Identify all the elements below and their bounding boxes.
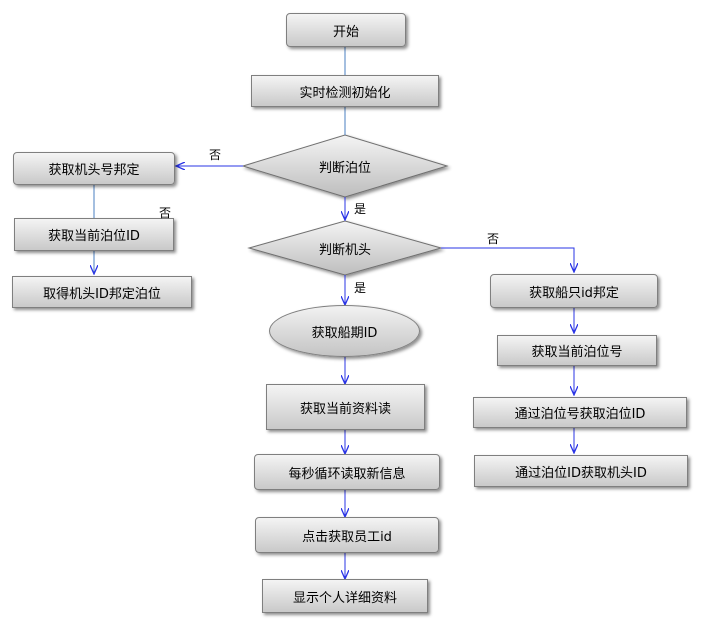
get-ship-period-id-node: 获取船期ID <box>269 305 420 357</box>
show-personal-details-node: 显示个人详细资料 <box>262 579 428 613</box>
get-berth-id-by-no-node: 通过泊位号获取泊位ID <box>473 397 687 428</box>
edge-label-no-left: 否 <box>159 206 172 220</box>
start-node: 开始 <box>286 13 406 47</box>
edge-label-yes-head: 是 <box>354 281 367 295</box>
edge-label-no-head: 否 <box>487 232 500 246</box>
judge-head-text: 判断机头 <box>318 242 371 258</box>
click-get-employee-id-node: 点击获取员工id <box>255 517 439 553</box>
read-current-data-node: 获取当前资料读 <box>266 384 425 430</box>
judge-berth-text: 判断泊位 <box>318 160 371 176</box>
get-head-by-berth-id-node: 通过泊位ID获取机头ID <box>474 455 688 487</box>
get-current-berth-id-node: 获取当前泊位ID <box>14 218 174 251</box>
get-current-berth-no-node: 获取当前泊位号 <box>497 335 657 366</box>
edge-label-yes-berth: 是 <box>354 202 367 216</box>
arrow-head-no <box>441 247 574 272</box>
get-head-id-bound-berth-node: 取得机头ID邦定泊位 <box>12 276 192 308</box>
get-ship-id-binding-node: 获取船只id邦定 <box>490 274 658 308</box>
edge-label-no-berth: 否 <box>209 148 222 162</box>
init-node: 实时检测初始化 <box>251 75 439 107</box>
get-head-binding-node: 获取机头号邦定 <box>13 152 175 185</box>
loop-read-new-info-node: 每秒循环读取新信息 <box>254 454 440 490</box>
